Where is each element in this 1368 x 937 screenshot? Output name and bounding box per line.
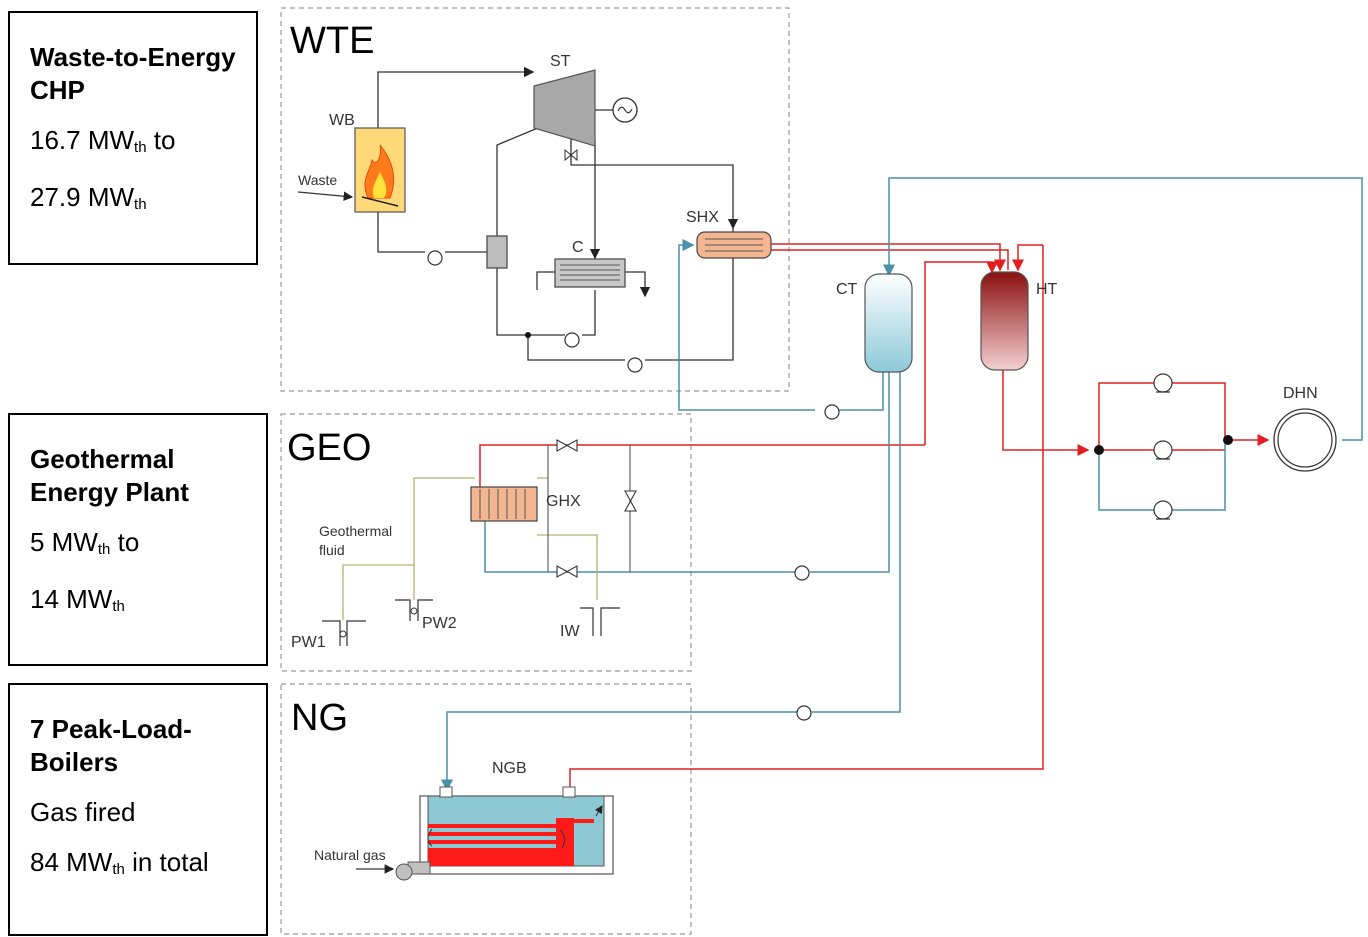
well-pump-icon [410,607,418,615]
wb-label: WB [329,112,355,129]
geo-info-box: Geothermal Energy Plant 5 MWth to 14 MWt… [8,413,268,666]
ng-boiler-tubes [428,824,556,844]
wte-capacity-min: 16.7 MWth to [30,125,176,156]
geothermal-fluid-pipes [342,477,598,620]
geothermal-fluid-label-2: fluid [319,542,345,558]
pump-icon [627,357,643,373]
ng-capacity-total: 84 MWth in total [30,847,209,878]
wte-info-box: Waste-to-Energy CHP 16.7 MWth to 27.9 MW… [8,11,258,265]
network-pumps [794,373,1173,721]
junction-dot [1223,435,1233,445]
wte-section-title: WTE [290,20,374,62]
dhn-ring [1273,408,1337,472]
flame-core-icon [372,172,387,198]
geo-capacity-max: 14 MWth [30,584,125,615]
dhn-label: DHN [1283,385,1318,402]
c-label: C [572,239,584,256]
geo-valves [556,439,637,578]
geo-section-title: GEO [287,427,371,469]
steam-turbine [533,69,596,147]
valve-icon [624,490,637,512]
ghx-heat-exchanger [470,486,538,522]
wte-internal-piping [377,66,739,361]
turbine-valve-icon [564,148,578,162]
ng-info-box: 7 Peak-Load-Boilers Gas fired 84 MWth in… [8,683,268,936]
feedwater-tank [486,235,508,269]
wte-pumps [427,250,643,373]
ghx-label: GHX [546,493,581,510]
natural-gas-label: Natural gas [314,847,386,863]
wte-section-frame [280,7,790,392]
cold-tank [864,273,913,373]
iw-label: IW [560,623,580,640]
shx-label: SHX [686,209,719,226]
valve-icon [556,439,578,452]
pump-icon [427,250,443,266]
condenser [554,258,626,288]
valve-icon [556,565,578,578]
geothermal-fluid-label-1: Geothermal [319,523,392,539]
gas-fan-icon [395,863,413,881]
ngb-label: NGB [492,760,527,777]
well-pump-icon [339,630,347,638]
junction-dot [1094,445,1104,455]
waste-label: Waste [298,172,337,188]
pw1-label: PW1 [291,634,326,651]
geo-info-title: Geothermal Energy Plant [30,444,189,507]
pw2-label: PW2 [422,615,457,632]
ht-label: HT [1036,281,1058,298]
wte-capacity-max: 27.9 MWth [30,182,147,213]
ng-fuel: Gas fired [30,797,136,827]
pump-icon [796,705,812,721]
hot-tank [980,271,1029,371]
pump-icon [794,565,810,581]
pump-icon [1153,440,1173,460]
ng-info-title: 7 Peak-Load-Boilers [30,714,192,777]
wells [322,599,620,646]
ng-boiler-flame [428,818,574,866]
ct-label: CT [836,281,858,298]
pump-icon [1153,373,1173,393]
pump-icon [1153,500,1173,520]
geo-capacity-min: 5 MWth to [30,527,140,558]
ng-section-frame [280,683,692,935]
flame-icon [364,144,395,199]
wte-info-title: Waste-to-Energy CHP [30,42,236,105]
pump-icon [824,404,840,420]
dhn-ring-inner [1277,412,1333,468]
st-label: ST [550,53,571,70]
pump-icon [564,332,580,348]
waste-inlet-arrow [297,191,354,202]
ng-section-title: NG [291,697,348,739]
